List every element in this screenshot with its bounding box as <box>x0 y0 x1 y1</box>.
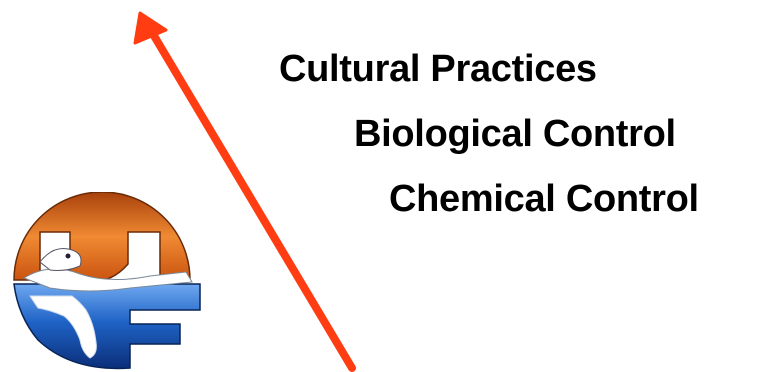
list-item-cultural-practices: Cultural Practices <box>279 48 597 90</box>
list-item-biological-control: Biological Control <box>354 113 676 155</box>
uf-gator-florida-logo-icon <box>13 192 201 370</box>
list-item-chemical-control: Chemical Control <box>389 178 699 220</box>
